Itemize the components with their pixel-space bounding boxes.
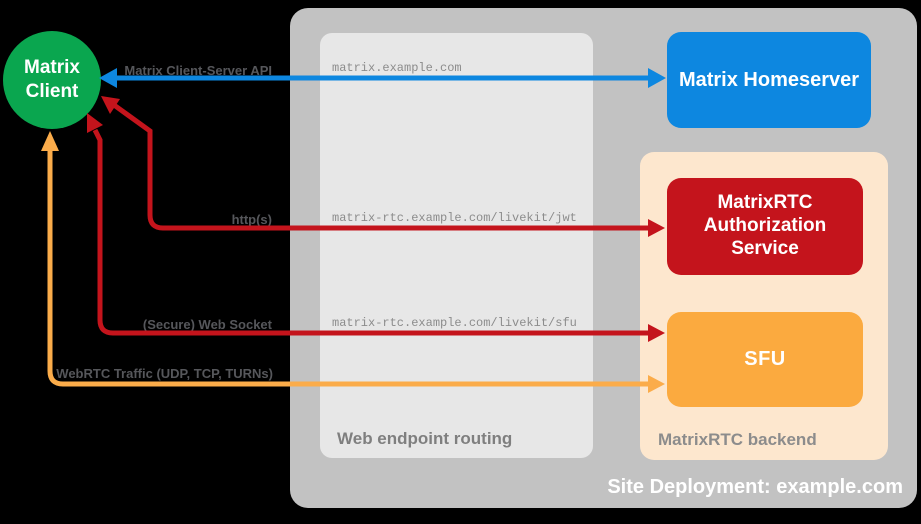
- sfu-node: SFU: [667, 312, 863, 407]
- websocket-edge-label: (Secure) Web Socket: [142, 317, 272, 332]
- matrix-client-node: Matrix Client: [3, 31, 101, 129]
- route-matrix-domain: matrix.example.com: [332, 61, 462, 75]
- matrix-homeserver-label: Matrix Homeserver: [678, 68, 860, 91]
- matrixrtc-backend-label: MatrixRTC backend: [658, 430, 817, 449]
- matrix-homeserver-node: Matrix Homeserver: [667, 32, 871, 128]
- sfu-label: SFU: [744, 348, 786, 370]
- site-deployment-label: Site Deployment: example.com: [607, 476, 903, 498]
- matrix-client-label: Matrix Client: [24, 57, 80, 102]
- webrtc-traffic-edge-label: WebRTC Traffic (UDP, TCP, TURNs): [56, 366, 273, 381]
- http-edge-label: http(s): [231, 212, 272, 227]
- matrixrtc-authorization-service-label: MatrixRTC Authorization Service: [703, 192, 827, 259]
- client-server-api-edge-label: Matrix Client-Server API: [124, 63, 272, 78]
- web-endpoint-routing-label: Web endpoint routing: [337, 429, 513, 448]
- web-endpoint-routing-panel: Web endpoint routing: [320, 33, 593, 458]
- matrixrtc-authorization-service-node: MatrixRTC Authorization Service: [667, 178, 863, 275]
- route-livekit-sfu: matrix-rtc.example.com/livekit/sfu: [332, 316, 577, 330]
- route-livekit-jwt: matrix-rtc.example.com/livekit/jwt: [332, 211, 577, 225]
